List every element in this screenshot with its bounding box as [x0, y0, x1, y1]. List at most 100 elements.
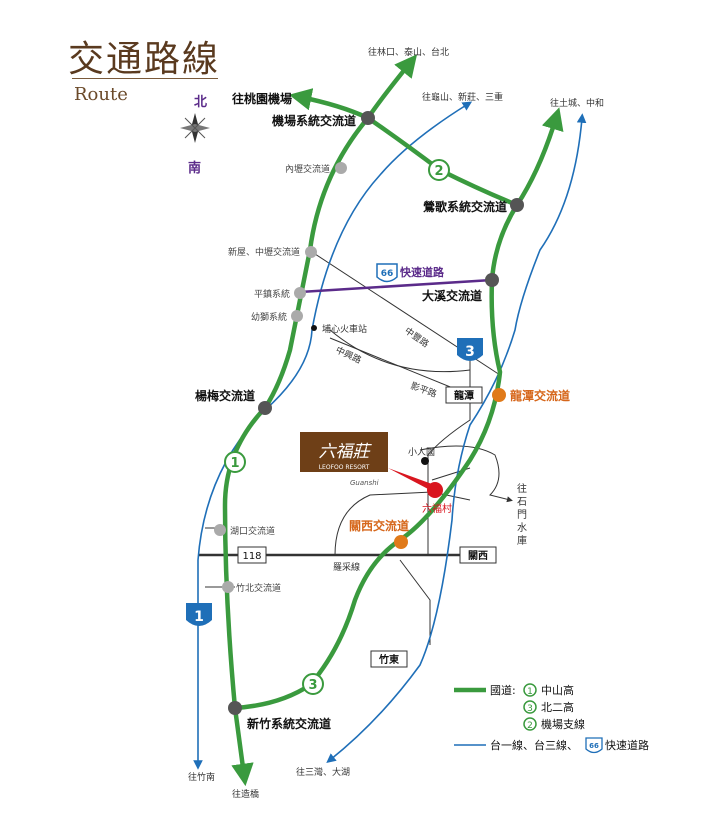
- interchange-nodes: [214, 111, 524, 715]
- legend-n1-row: 1 中山高: [523, 683, 574, 697]
- node-puxin-station: [311, 325, 317, 331]
- expressway-66-line: [299, 278, 493, 294]
- label-to-tucheng: 往土城、中和: [550, 97, 604, 109]
- svg-text:2: 2: [527, 721, 533, 731]
- svg-text:66: 66: [381, 269, 394, 279]
- shield-freeway-2-top: 2: [428, 159, 450, 181]
- logo-pointer: [388, 468, 432, 490]
- legend: 國道: 1 中山高 3 北二高 2 機場支線 台一線、台三線、 66 快速道路: [454, 683, 649, 754]
- node-yangmei: [258, 401, 272, 415]
- label-liufu: 六福村: [422, 502, 452, 515]
- route-3-shield: 3: [457, 338, 483, 361]
- page-subtitle: Route: [74, 84, 128, 105]
- label-airport-jct: 機場系統交流道: [272, 113, 356, 128]
- label-yangmei: 楊梅交流道: [195, 388, 255, 403]
- expressway-66-label: 快速道路: [399, 265, 445, 279]
- legend-66-shield: 66: [585, 737, 603, 754]
- shimen-char-3: 門: [517, 509, 527, 521]
- node-yingge-jct: [510, 198, 524, 212]
- compass-rose: 北 南: [180, 95, 210, 176]
- label-xinwu: 新屋、中壢交流道: [228, 246, 300, 258]
- label-pingzhen: 平鎮系統: [254, 288, 290, 300]
- interchange-labels: 機場系統交流道 內壢交流道 鶯歌系統交流道 新屋、中壢交流道 平鎮系統 幼獅系統…: [195, 113, 570, 731]
- label-guanxi: 關西交流道: [349, 518, 409, 533]
- node-youshi: [291, 310, 303, 322]
- town-guanxi-box: 關西: [459, 546, 497, 564]
- freeway-2-line: [288, 88, 520, 208]
- title-divider: [72, 78, 218, 79]
- label-xiaorenguo: 小人國: [408, 447, 435, 458]
- shield-freeway-1-mid: 1: [224, 451, 246, 473]
- label-hsinchu-jct: 新竹系統交流道: [247, 716, 331, 731]
- node-hsinchu-jct: [228, 701, 242, 715]
- label-longtan: 龍潭交流道: [510, 388, 570, 403]
- leofoo-logo: 六福莊 LEOFOO RESORT Guanshi: [300, 432, 432, 490]
- logo-english-text: LEOFOO RESORT: [319, 464, 370, 471]
- logo-main-text: 六福莊: [319, 442, 373, 462]
- legend-national-label: 國道:: [490, 683, 516, 697]
- label-zhongfeng: 中豐路: [402, 325, 431, 350]
- svg-text:1: 1: [194, 609, 204, 625]
- node-longtan: [492, 388, 506, 402]
- logo-signature: Guanshi: [350, 479, 379, 487]
- svg-text:118: 118: [242, 551, 261, 562]
- direction-labels: 往林口、泰山、台北 往桃園機場 往龜山、新莊、三重 往土城、中和 往竹南 往造橋…: [188, 46, 604, 800]
- svg-text:龍潭: 龍潭: [454, 389, 474, 402]
- expressway-66-shield: 66: [376, 263, 398, 283]
- label-yingge-jct: 鶯歌系統交流道: [423, 199, 507, 214]
- svg-text:3: 3: [465, 344, 475, 360]
- svg-text:機場支線: 機場支線: [541, 717, 585, 731]
- svg-text:2: 2: [434, 164, 443, 179]
- route-3-line: [326, 113, 587, 763]
- shield-freeway-3-bottom: 3: [302, 673, 324, 695]
- node-pingzhen: [294, 287, 306, 299]
- legend-n3-row: 3 北二高: [523, 700, 574, 714]
- label-lumin: 羅采線: [333, 561, 360, 573]
- label-yanping: 影平路: [409, 380, 438, 401]
- node-airport-jct: [361, 111, 375, 125]
- svg-text:竹東: 竹東: [378, 653, 399, 666]
- label-puxin: 埔心火車站: [322, 323, 367, 335]
- svg-text:1: 1: [527, 687, 533, 697]
- node-daxi: [485, 273, 499, 287]
- node-zhubei: [222, 581, 234, 593]
- freeways: [222, 54, 564, 787]
- svg-text:66: 66: [589, 742, 599, 750]
- logo-box: [300, 432, 388, 472]
- shimen-char-5: 庫: [517, 534, 527, 547]
- svg-text:3: 3: [527, 704, 533, 714]
- zhudong-road: [399, 559, 431, 645]
- freeway-1-line: [222, 54, 418, 787]
- route-118-box: 118: [237, 546, 267, 564]
- label-to-sanwan: 往三灣、大湖: [296, 766, 350, 778]
- svg-text:關西: 關西: [468, 549, 488, 562]
- svg-text:3: 3: [308, 678, 317, 693]
- node-xinwu: [305, 246, 317, 258]
- compass-south-label: 南: [188, 160, 201, 176]
- compass-north-label: 北: [194, 95, 207, 110]
- svg-text:北二高: 北二高: [541, 700, 574, 714]
- freeway-shields: 2 1 3: [224, 159, 450, 695]
- shimen-char-1: 往: [517, 482, 527, 495]
- label-hukou: 湖口交流道: [230, 525, 275, 537]
- shimen-char-4: 水: [517, 522, 527, 534]
- node-hukou: [214, 524, 226, 536]
- label-neili: 內壢交流道: [285, 163, 330, 175]
- label-to-shimen: 往 石 門 水 庫: [517, 482, 527, 547]
- svg-text:中山高: 中山高: [541, 683, 574, 697]
- freeway-3-line: [232, 107, 564, 711]
- label-daxi: 大溪交流道: [422, 288, 482, 303]
- node-xiaorenguo: [421, 457, 429, 465]
- label-zhongxing: 中興路: [334, 344, 364, 366]
- legend-n2-row: 2 機場支線: [523, 717, 585, 731]
- shimen-char-2: 石: [517, 497, 527, 508]
- legend-provincial-label: 台一線、台三線、: [490, 738, 578, 752]
- node-neili: [335, 162, 347, 174]
- route-1-shield: 1: [186, 603, 212, 626]
- node-guanxi: [394, 535, 408, 549]
- town-zhudong-box: 竹東: [370, 650, 408, 668]
- label-zhubei: 竹北交流道: [236, 582, 281, 594]
- label-to-guishan: 往龜山、新莊、三重: [422, 91, 503, 103]
- label-to-hsinchu: 往竹南: [188, 771, 215, 783]
